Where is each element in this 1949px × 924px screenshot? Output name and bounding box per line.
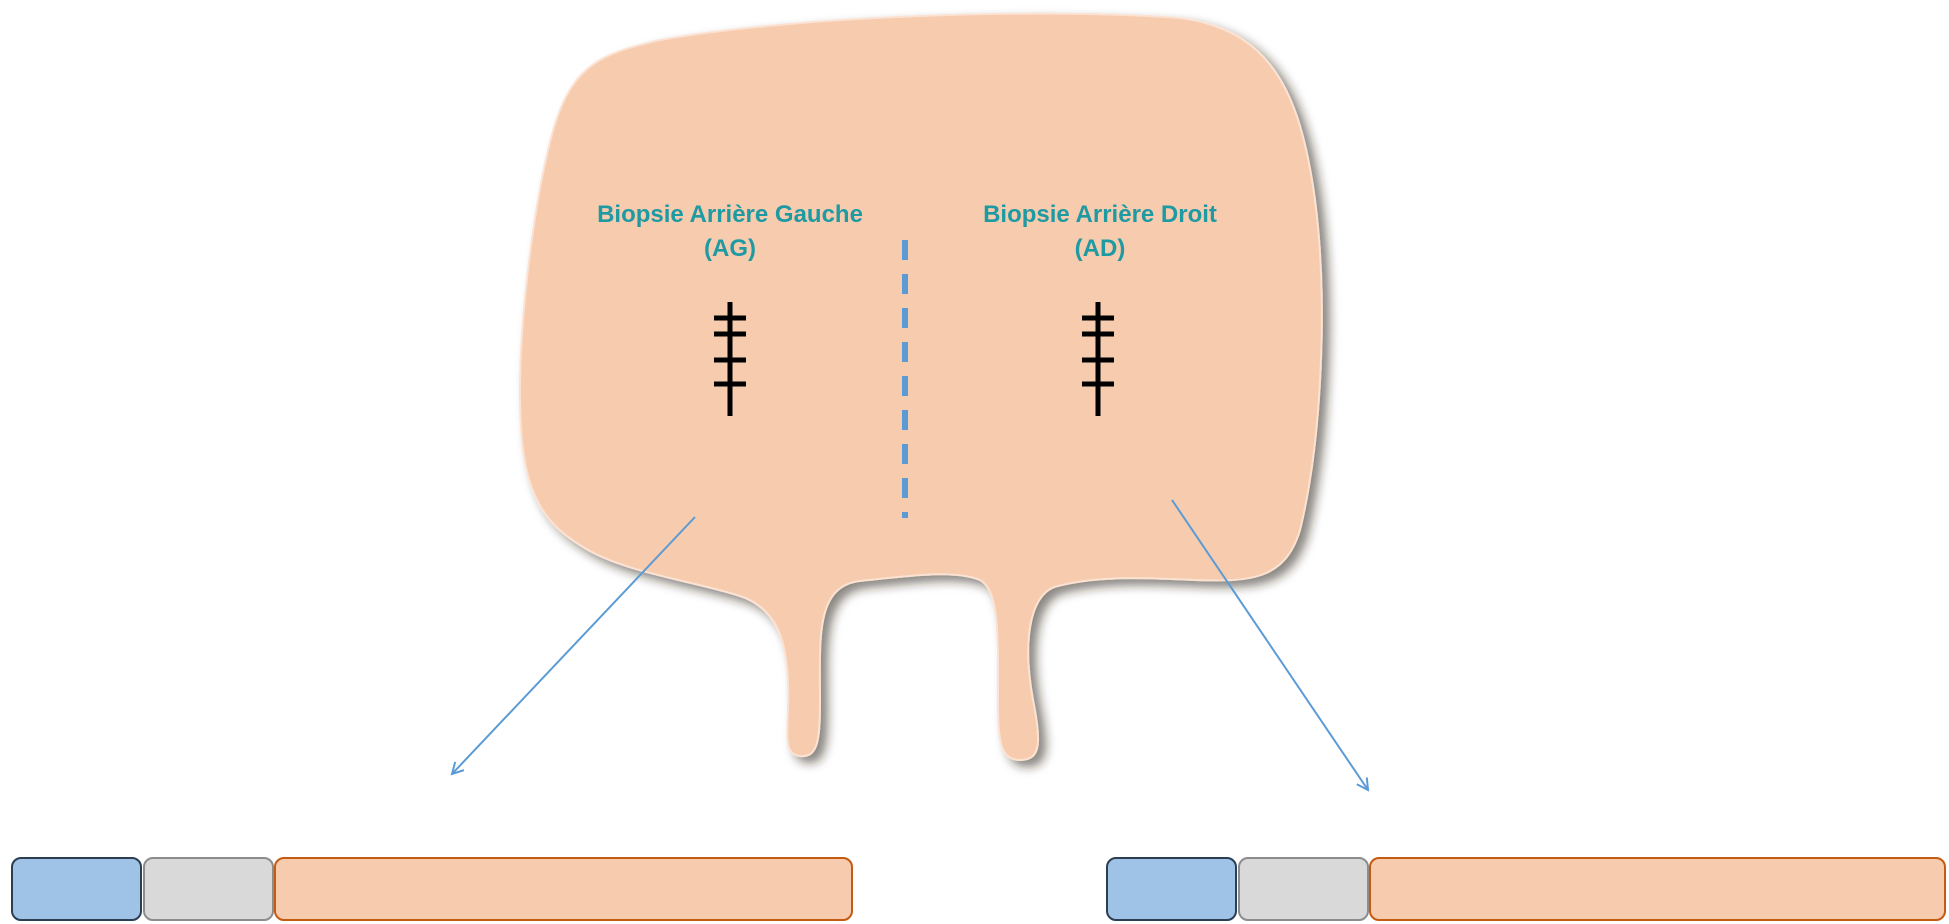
biopsy-label-ag-code: (AG): [560, 232, 900, 266]
left-strip-tissue-block: [274, 857, 853, 921]
right-strip-grey-block: [1238, 857, 1369, 921]
arrow-icon: [452, 517, 695, 774]
right-strip-tissue-block: [1369, 857, 1946, 921]
biopsy-label-ag-title: Biopsie Arrière Gauche: [560, 198, 900, 232]
biopsy-label-ad-code: (AD): [930, 232, 1270, 266]
right-strip-blue-block: [1106, 857, 1237, 921]
left-strip-grey-block: [143, 857, 274, 921]
biopsy-label-ad: Biopsie Arrière Droit (AD): [930, 198, 1270, 266]
tissue-specimen: [520, 14, 1322, 760]
biopsy-label-ag: Biopsie Arrière Gauche (AG): [560, 198, 900, 266]
left-strip-blue-block: [11, 857, 142, 921]
biopsy-label-ad-title: Biopsie Arrière Droit: [930, 198, 1270, 232]
